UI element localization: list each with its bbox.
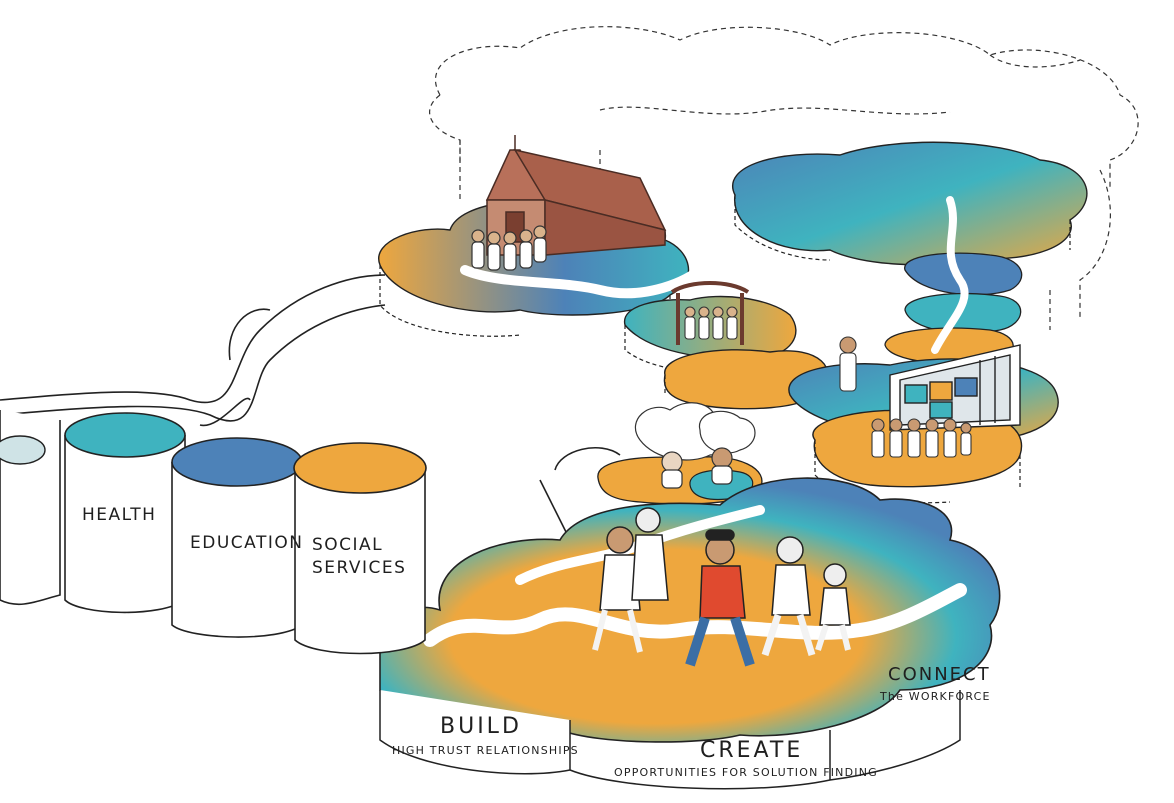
marae-building-icon bbox=[485, 135, 667, 256]
pillar-connect-subtitle: The WORKFORCE bbox=[880, 690, 991, 703]
island-main bbox=[374, 477, 1001, 790]
people-group-icon bbox=[471, 225, 547, 271]
silos-group bbox=[0, 410, 61, 606]
pillar-create-subtitle: OPPORTUNITIES FOR SOLUTION FINDING bbox=[614, 766, 878, 779]
silo-label-education: EDUCATION bbox=[190, 533, 304, 553]
silo-social-services bbox=[293, 442, 427, 655]
pillar-build-title: BUILD bbox=[440, 714, 522, 739]
silo-education bbox=[171, 437, 303, 638]
pillar-connect-title: CONNECT bbox=[888, 664, 991, 685]
flow-lines bbox=[0, 274, 621, 591]
people-school-icon bbox=[839, 336, 972, 458]
silo-label-social: SOCIAL bbox=[312, 535, 384, 555]
silo-label-health: HEALTH bbox=[82, 505, 157, 525]
people-gateway-icon bbox=[684, 306, 738, 340]
silo-label-services: SERVICES bbox=[312, 558, 407, 578]
thought-cloud-icon bbox=[634, 402, 756, 489]
silo-health bbox=[64, 412, 186, 614]
island-top-right bbox=[732, 141, 1088, 266]
pillar-create-title: CREATE bbox=[700, 738, 804, 763]
pillar-build-subtitle: HIGH TRUST RELATIONSHIPS bbox=[392, 744, 579, 757]
walking-people-icon bbox=[592, 507, 851, 667]
school-building-icon bbox=[889, 344, 1021, 431]
waharoa-gateway-icon bbox=[670, 281, 750, 345]
